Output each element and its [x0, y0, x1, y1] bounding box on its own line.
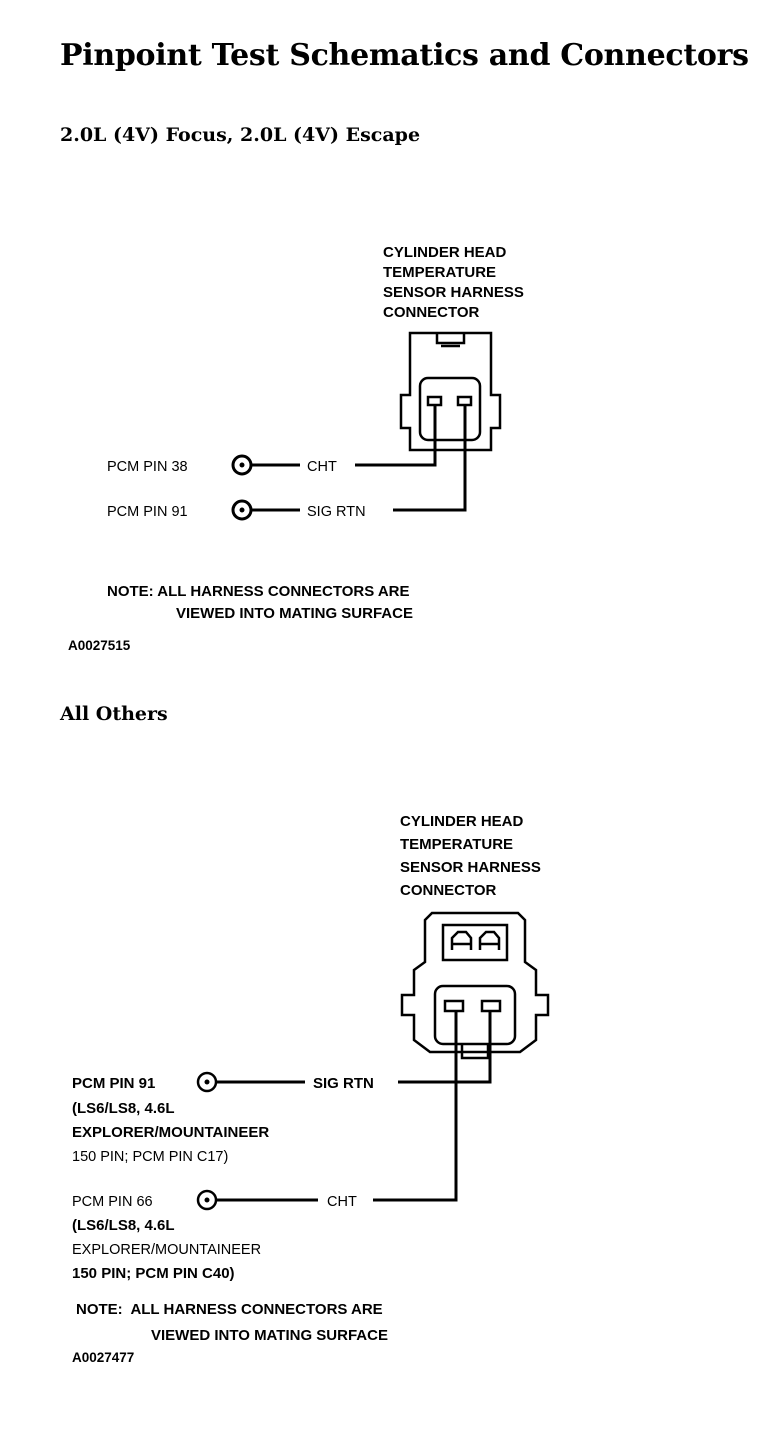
pin-terminal-icon [231, 454, 253, 476]
pin-note-line: (LS6/LS8, 4.6L [72, 1217, 175, 1234]
diagram-all-others: CYLINDER HEAD TEMPERATURE SENSOR HARNESS… [72, 813, 550, 1365]
note-line: VIEWED INTO MATING SURFACE [176, 605, 413, 622]
signal-label: CHT [327, 1194, 357, 1210]
section-heading-focus-escape: 2.0L (4V) Focus, 2.0L (4V) Escape [60, 124, 421, 146]
pin-terminal-icon [196, 1071, 218, 1093]
pcm-pin-label: PCM PIN 91 [107, 504, 188, 520]
connector-label-line: CONNECTOR [400, 882, 497, 899]
pcm-pin-label: PCM PIN 66 [72, 1194, 153, 1210]
figure-reference: A0027477 [72, 1350, 134, 1365]
section-heading-all-others: All Others [60, 703, 168, 725]
connector-label-line: TEMPERATURE [383, 264, 496, 281]
note-line: NOTE: ALL HARNESS CONNECTORS ARE [76, 1301, 383, 1318]
note-line: NOTE: ALL HARNESS CONNECTORS ARE [107, 583, 410, 600]
note-line: VIEWED INTO MATING SURFACE [151, 1327, 388, 1344]
connector-label-line: TEMPERATURE [400, 836, 513, 853]
connector-label-line: CYLINDER HEAD [383, 244, 507, 261]
pin-terminal-icon [231, 499, 253, 521]
connector-illustration [399, 331, 502, 452]
pin-note-line: EXPLORER/MOUNTAINEER [72, 1242, 261, 1258]
wire-sig-rtn [393, 405, 467, 512]
signal-label: CHT [307, 459, 337, 475]
pin-note-line: EXPLORER/MOUNTAINEER [72, 1124, 269, 1141]
wire-sig-rtn [398, 1011, 492, 1084]
pin-note-line: 150 PIN; PCM PIN C17) [72, 1149, 228, 1165]
page-title: Pinpoint Test Schematics and Connectors [60, 38, 749, 73]
connector-label-line: SENSOR HARNESS [400, 859, 541, 876]
diagram-focus-escape: CYLINDER HEAD TEMPERATURE SENSOR HARNESS… [68, 244, 524, 653]
wire-cht [355, 405, 437, 467]
pin-note-line: (LS6/LS8, 4.6L [72, 1100, 175, 1117]
pin-terminal-icon [196, 1189, 218, 1211]
figure-reference: A0027515 [68, 638, 131, 653]
connector-label-line: SENSOR HARNESS [383, 284, 524, 301]
pin-note-line: 150 PIN; PCM PIN C40) [72, 1265, 235, 1282]
signal-label: SIG RTN [313, 1075, 374, 1092]
connector-illustration [400, 911, 550, 1060]
signal-label: SIG RTN [307, 504, 366, 520]
pcm-pin-label: PCM PIN 38 [107, 459, 188, 475]
pcm-pin-label: PCM PIN 91 [72, 1075, 155, 1092]
wire-cht [373, 1011, 458, 1202]
connector-label-line: CYLINDER HEAD [400, 813, 524, 830]
connector-label-line: CONNECTOR [383, 304, 480, 321]
